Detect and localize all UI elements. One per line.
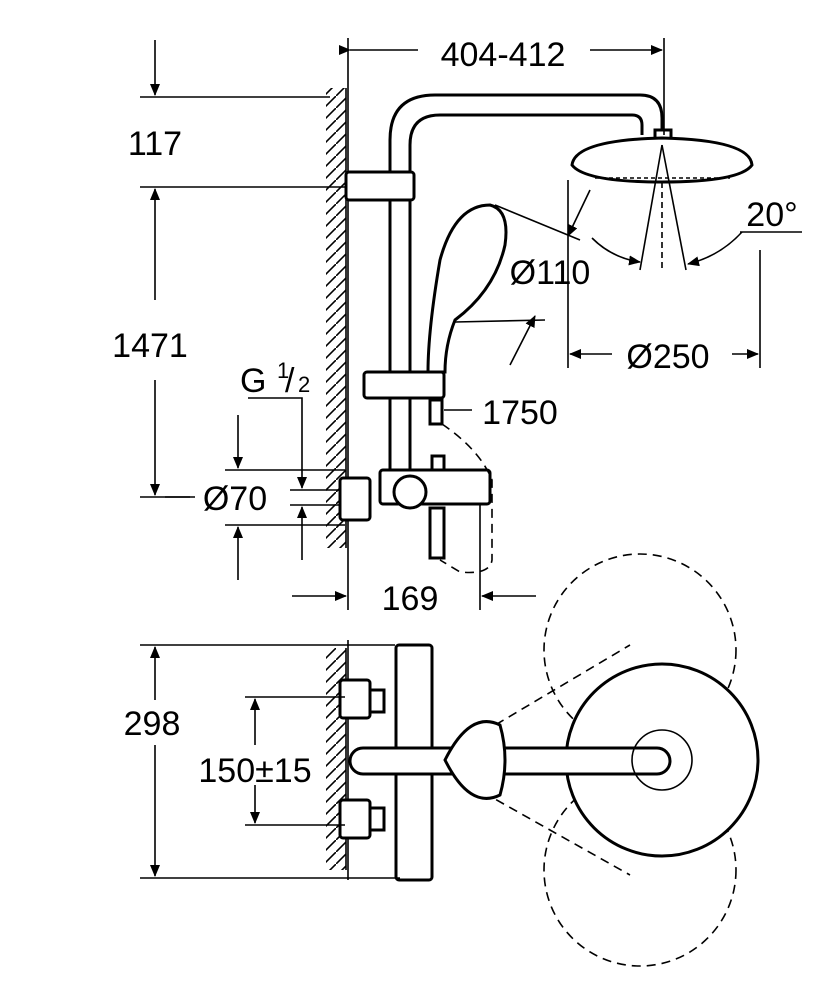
label-thread-num: 1 [277, 358, 289, 383]
dim-inlet-spacing: 150±15 [198, 696, 345, 826]
label-hand-shower: Ø110 [510, 254, 591, 292]
label-plan-depth: 298 [124, 705, 181, 743]
label-arm-reach: 404-412 [441, 36, 566, 74]
dim-outlet-height: 1750 [444, 394, 558, 432]
dim-plan-depth: 298 [124, 644, 400, 879]
label-head-shower: Ø250 [626, 338, 709, 376]
label-tilt: 20° [746, 196, 797, 234]
label-bar-height: 1471 [112, 327, 188, 365]
dim-rosette: Ø70 [165, 415, 345, 580]
plan-view [326, 553, 760, 967]
label-projection: 169 [382, 580, 439, 618]
label-thread-letter: G [240, 362, 266, 400]
label-rosette: Ø70 [203, 480, 267, 518]
label-thread-den: 2 [298, 372, 310, 397]
dim-thread: G 1 / 2 [240, 358, 310, 560]
dim-vertical-left: 117 1471 [112, 40, 345, 498]
svg-text:/: / [285, 362, 295, 400]
dim-head-shower: Ø250 [567, 180, 761, 376]
dim-arm-reach: 404-412 [339, 36, 665, 135]
dim-projection: 169 [292, 505, 536, 618]
label-inlet-spacing: 150±15 [198, 752, 311, 790]
wall-elevation [326, 38, 349, 610]
label-outlet-height: 1750 [482, 394, 558, 432]
label-top-offset: 117 [128, 125, 182, 163]
shower-system-elevation [290, 93, 754, 574]
dim-hand-shower: Ø110 [454, 189, 591, 366]
dim-tilt: 20° [591, 144, 802, 271]
